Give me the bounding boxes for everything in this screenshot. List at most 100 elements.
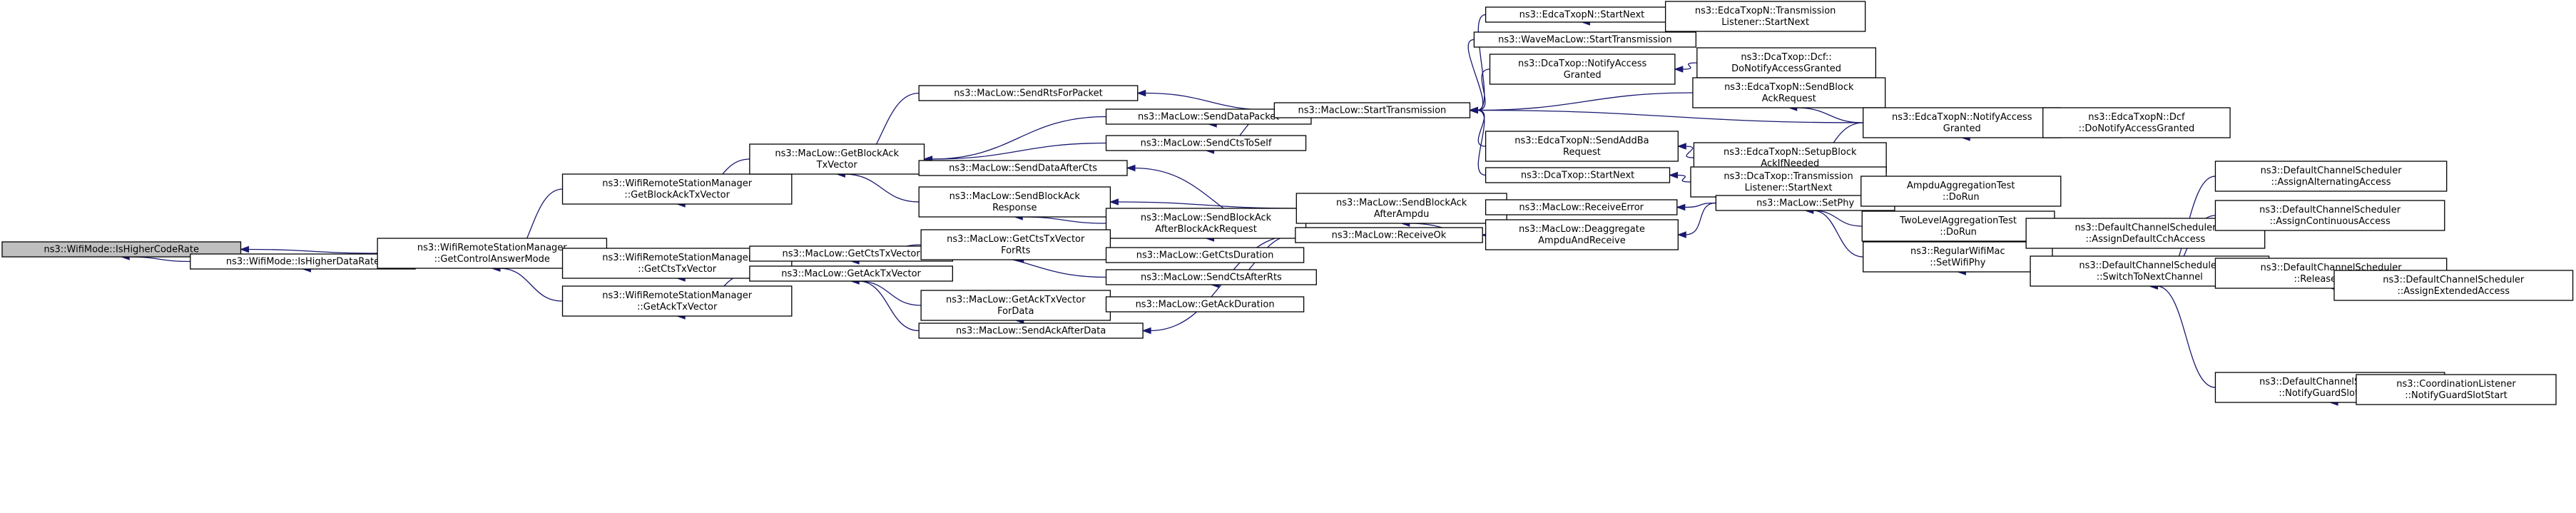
node-two-level-aggregation-test-do-run[interactable]: TwoLevelAggregationTest::DoRun bbox=[1861, 210, 2055, 242]
node-is-higher-data-rate[interactable]: ns3::WifiMode::IsHigherDataRate bbox=[190, 253, 416, 270]
node-label: ns3::WifiMode::IsHigherCodeRate bbox=[44, 245, 199, 255]
node-send-cts-after-rts[interactable]: ns3::MacLow::SendCtsAfterRts bbox=[1105, 269, 1317, 285]
node-label: ::GetBlockAckTxVector bbox=[624, 190, 730, 200]
node-label: ns3::MacLow::GetCtsTxVector bbox=[947, 234, 1085, 245]
node-get-ack-duration[interactable]: ns3::MacLow::GetAckDuration bbox=[1105, 296, 1305, 313]
node-ml-get-ack-tx-vector[interactable]: ns3::MacLow::GetAckTxVector bbox=[749, 265, 953, 282]
edge-send-block-ack-response-to-ml-get-block-ack-tx-vector bbox=[835, 171, 920, 203]
node-label: ForRts bbox=[1001, 245, 1030, 256]
node-label: ns3::DefaultChannelScheduler bbox=[2259, 205, 2401, 215]
node-label: ns3::MacLow::SendDataAfterCts bbox=[949, 163, 1097, 174]
edge-setup-block-ack-if-needed-to-send-add-ba-request bbox=[1676, 143, 1694, 158]
node-label: ::NotifyGuardSlotStart bbox=[2279, 388, 2381, 399]
node-label: ns3::EdcaTxopN::Dcf bbox=[2088, 112, 2185, 123]
node-assign-extended-access[interactable]: ns3::DefaultChannelScheduler::AssignExte… bbox=[2333, 270, 2574, 301]
node-label: ::AssignAlternatingAccess bbox=[2271, 177, 2391, 188]
node-label: Granted bbox=[1943, 123, 1981, 134]
node-label: Response bbox=[992, 203, 1037, 213]
edge-start-transmission-to-send-rts-for-packet bbox=[1136, 89, 1275, 111]
node-label: ns3::WifiMode::IsHigherDataRate bbox=[226, 257, 380, 268]
node-label: ns3::MacLow::ReceiveOk bbox=[1332, 230, 1447, 241]
node-get-block-ack-tx-vector[interactable]: ns3::WifiRemoteStationManager::GetBlockA… bbox=[561, 173, 793, 205]
edge-send-ack-after-data-to-ml-get-ack-tx-vector bbox=[850, 278, 920, 332]
node-assign-alternating-access[interactable]: ns3::DefaultChannelScheduler::AssignAlte… bbox=[2214, 161, 2448, 192]
edge-dcf-do-notify-access-granted-to-dca-notify-access-granted bbox=[1674, 62, 1697, 73]
edge-rsm-get-ack-tx-vector-to-get-control-answer-mode bbox=[491, 265, 563, 302]
edge-wave-start-transmission-to-start-transmission bbox=[1467, 39, 1484, 114]
node-receive-error[interactable]: ns3::MacLow::ReceiveError bbox=[1485, 199, 1678, 215]
node-label: ::SwitchToNextChannel bbox=[2097, 272, 2203, 283]
node-label: ns3::DefaultChannelScheduler bbox=[2074, 223, 2216, 233]
node-label: Request bbox=[1563, 147, 1601, 158]
node-label: ::AssignContinuousAccess bbox=[2269, 216, 2390, 227]
node-set-phy[interactable]: ns3::MacLow::SetPhy bbox=[1715, 195, 1895, 211]
node-label: ns3::DefaultChannelScheduler bbox=[2079, 260, 2221, 271]
node-label: Listener::StartNext bbox=[1721, 17, 1809, 28]
node-send-block-ack-after-block-ack-request[interactable]: ns3::MacLow::SendBlockAckAfterBlockAckRe… bbox=[1105, 208, 1307, 239]
node-label: ns3::MacLow::SendRtsForPacket bbox=[954, 88, 1103, 99]
node-label: ns3::MacLow::GetAckDuration bbox=[1136, 300, 1275, 310]
node-send-data-after-cts[interactable]: ns3::MacLow::SendDataAfterCts bbox=[918, 160, 1128, 176]
node-dca-start-next[interactable]: ns3::DcaTxop::StartNext bbox=[1485, 167, 1671, 183]
node-dca-notify-access-granted[interactable]: ns3::DcaTxop::NotifyAccessGranted bbox=[1489, 54, 1676, 85]
node-label: ns3::MacLow::ReceiveError bbox=[1519, 203, 1644, 213]
node-ml-get-cts-tx-vector[interactable]: ns3::MacLow::GetCtsTxVector bbox=[749, 245, 953, 262]
node-send-rts-for-packet[interactable]: ns3::MacLow::SendRtsForPacket bbox=[918, 85, 1139, 101]
edge-dca-start-next-to-start-transmission bbox=[1469, 106, 1486, 176]
node-label: ns3::DefaultChannelScheduler bbox=[2383, 275, 2525, 285]
node-label: ns3::EdcaTxopN::SendBlock bbox=[1724, 82, 1854, 93]
node-label: ns3::DcaTxop::StartNext bbox=[1521, 171, 1634, 181]
node-wave-start-transmission[interactable]: ns3::WaveMacLow::StartTransmission bbox=[1473, 31, 1697, 48]
node-edca-transmission-listener-start-next[interactable]: ns3::EdcaTxopN::TransmissionListener::St… bbox=[1664, 1, 1866, 32]
edge-regular-wifi-mac-set-wifi-phy-to-set-phy bbox=[1804, 207, 1863, 258]
node-label: ns3::MacLow::SendBlockAck bbox=[950, 191, 1081, 202]
edge-send-block-ack-after-ampdu-to-send-block-ack-response bbox=[1109, 198, 1297, 209]
edge-send-cts-to-self-to-ml-get-block-ack-tx-vector bbox=[923, 142, 1106, 163]
node-label: ns3::CoordinationListener bbox=[2396, 379, 2516, 390]
node-start-transmission[interactable]: ns3::MacLow::StartTransmission bbox=[1273, 102, 1471, 118]
edge-notify-guard-slot-start-scheduler-to-switch-to-next-channel bbox=[2148, 283, 2216, 388]
node-label: ns3::WifiRemoteStationManager bbox=[602, 290, 752, 301]
node-dcf-do-notify-access-granted[interactable]: ns3::DcaTxop::Dcf::DoNotifyAccessGranted bbox=[1696, 47, 1877, 78]
node-rsm-get-ack-tx-vector[interactable]: ns3::WifiRemoteStationManager::GetAckTxV… bbox=[561, 285, 793, 317]
node-send-data-packet[interactable]: ns3::MacLow::SendDataPacket bbox=[1105, 108, 1312, 125]
node-label: ns3::EdcaTxopN::SendAddBa bbox=[1514, 136, 1649, 146]
node-label: ns3::MacLow::GetAckTxVector bbox=[946, 295, 1086, 305]
edge-dca-transmission-listener-start-next-to-dca-start-next bbox=[1669, 171, 1691, 183]
node-edca-dcf-do-notify-access-granted[interactable]: ns3::EdcaTxopN::Dcf::DoNotifyAccessGrant… bbox=[2042, 107, 2231, 138]
node-regular-wifi-mac-set-wifi-phy[interactable]: ns3::RegularWifiMac::SetWifiPhy bbox=[1863, 241, 2053, 273]
node-send-ack-after-data[interactable]: ns3::MacLow::SendAckAfterData bbox=[918, 322, 1144, 339]
node-label: ::GetAckTxVector bbox=[637, 302, 718, 313]
node-receive-ok[interactable]: ns3::MacLow::ReceiveOk bbox=[1295, 227, 1483, 243]
node-label: Listener::StartNext bbox=[1745, 183, 1833, 193]
node-assign-continuous-access[interactable]: ns3::DefaultChannelScheduler::AssignCont… bbox=[2214, 200, 2445, 231]
node-edca-notify-access-granted[interactable]: ns3::EdcaTxopN::NotifyAccessGranted bbox=[1863, 107, 2062, 138]
node-label: TxVector bbox=[816, 160, 858, 171]
node-label: Granted bbox=[1564, 70, 1602, 81]
node-label: ns3::MacLow::SendDataPacket bbox=[1138, 112, 1279, 123]
node-coordination-listener-notify-guard-slot-start[interactable]: ns3::CoordinationListener::NotifyGuardSl… bbox=[2356, 374, 2557, 405]
node-label: ::DoNotifyAccessGranted bbox=[2079, 123, 2195, 134]
node-label: ns3::EdcaTxopN::SetupBlock bbox=[1724, 147, 1857, 158]
node-ampdu-aggregation-test-do-run[interactable]: AmpduAggregationTest::DoRun bbox=[1860, 176, 2062, 207]
node-ml-get-block-ack-tx-vector[interactable]: ns3::MacLow::GetBlockAckTxVector bbox=[749, 143, 925, 175]
node-edca-start-next[interactable]: ns3::EdcaTxopN::StartNext bbox=[1485, 6, 1679, 23]
node-label: ns3::EdcaTxopN::Transmission bbox=[1695, 6, 1836, 16]
edge-edca-notify-access-granted-to-start-transmission bbox=[1469, 106, 1863, 123]
node-get-cts-duration[interactable]: ns3::MacLow::GetCtsDuration bbox=[1105, 247, 1305, 263]
node-label: ns3::EdcaTxopN::StartNext bbox=[1519, 10, 1645, 21]
node-label: ns3::MacLow::SendCtsAfterRts bbox=[1141, 273, 1282, 283]
node-label: AmpduAndReceive bbox=[1538, 235, 1626, 246]
node-send-cts-to-self[interactable]: ns3::MacLow::SendCtsToSelf bbox=[1105, 135, 1307, 151]
node-label: AckRequest bbox=[1762, 93, 1816, 104]
node-label: ns3::MacLow::SendBlockAck bbox=[1141, 213, 1272, 223]
node-dca-transmission-listener-start-next[interactable]: ns3::DcaTxop::TransmissionListener::Star… bbox=[1690, 166, 1887, 198]
node-label: ns3::EdcaTxopN::NotifyAccess bbox=[1892, 112, 2032, 123]
